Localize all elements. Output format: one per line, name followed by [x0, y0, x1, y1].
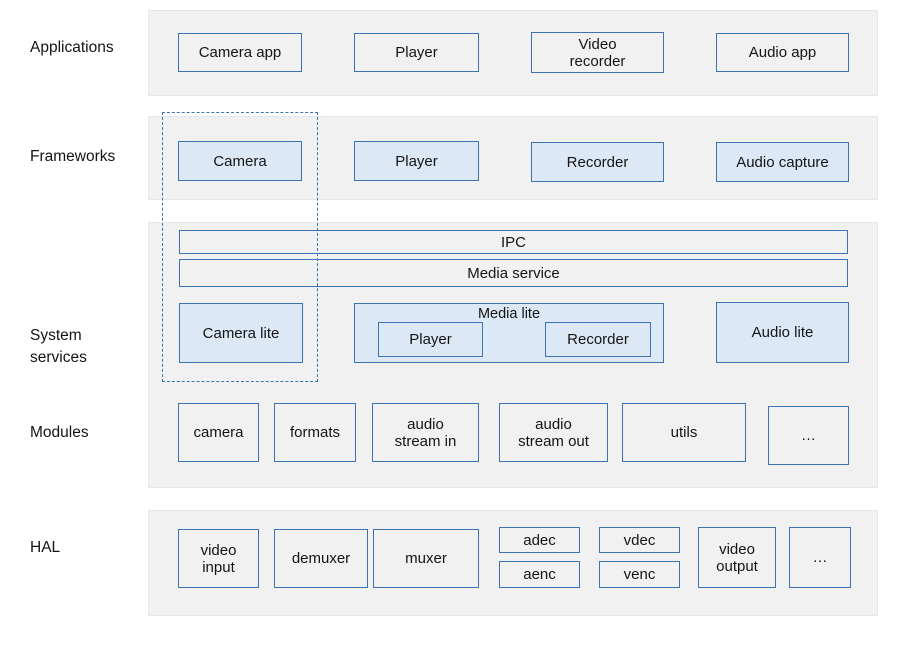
module-box-camera: camera: [178, 403, 259, 462]
layer-label-applications: Applications: [30, 39, 114, 56]
module-box-audio-stream-in: audio stream in: [372, 403, 479, 462]
module-box-audio-stream-out: audio stream out: [499, 403, 608, 462]
hal-box-venc: venc: [599, 561, 680, 588]
fw-box-player: Player: [354, 141, 479, 181]
media-lite-recorder-box: Recorder: [545, 322, 651, 357]
hal-box-adec: adec: [499, 527, 580, 553]
media-lite-group: Media lite Player Recorder: [354, 303, 664, 363]
camera-lite-box: Camera lite: [179, 303, 303, 363]
applications-band: [148, 10, 878, 96]
app-box-player: Player: [354, 33, 479, 72]
layer-label-hal: HAL: [30, 539, 61, 556]
audio-lite-box: Audio lite: [716, 302, 849, 363]
layer-label-modules: Modules: [30, 424, 89, 441]
app-box-audio-app: Audio app: [716, 33, 849, 72]
module-box-utils: utils: [622, 403, 746, 462]
hal-box-video-output: video output: [698, 527, 776, 588]
fw-box-audio-capture: Audio capture: [716, 142, 849, 182]
hal-box-demuxer: demuxer: [274, 529, 368, 588]
hal-box-vdec: vdec: [599, 527, 680, 553]
module-box-ellipsis: …: [768, 406, 849, 465]
hal-box-muxer: muxer: [373, 529, 479, 588]
layer-label-system-services: System services: [30, 327, 87, 366]
module-box-formats: formats: [274, 403, 356, 462]
media-lite-player-box: Player: [378, 322, 483, 357]
app-box-camera-app: Camera app: [178, 33, 302, 72]
layer-label-frameworks: Frameworks: [30, 148, 116, 165]
camera-path-dashed-outline: [162, 112, 318, 382]
fw-box-recorder: Recorder: [531, 142, 664, 182]
fw-box-camera: Camera: [178, 141, 302, 181]
hal-box-ellipsis: …: [789, 527, 851, 588]
media-service-bar: Media service: [179, 259, 848, 287]
app-box-video-recorder: Video recorder: [531, 32, 664, 73]
ipc-bar: IPC: [179, 230, 848, 254]
hal-box-aenc: aenc: [499, 561, 580, 588]
hal-box-video-input: video input: [178, 529, 259, 588]
media-lite-group-title: Media lite: [477, 306, 541, 322]
